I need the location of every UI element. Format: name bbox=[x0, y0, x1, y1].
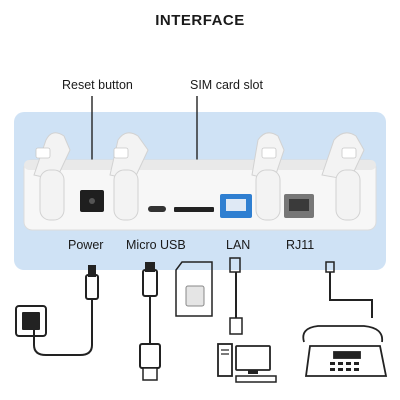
micro-usb-plug bbox=[142, 269, 158, 297]
rj11-cable bbox=[329, 272, 373, 318]
usb-a-plug bbox=[139, 343, 161, 369]
antenna bbox=[33, 132, 71, 221]
reset-button-label: Reset button bbox=[62, 78, 133, 92]
rj11-port-label: RJ11 bbox=[286, 238, 315, 252]
power-port-label: Power bbox=[68, 238, 104, 252]
router-top-edge bbox=[24, 160, 376, 170]
telephone bbox=[302, 325, 388, 377]
power-plug bbox=[85, 274, 99, 300]
computer-monitor bbox=[235, 345, 271, 371]
antenna bbox=[251, 132, 285, 221]
sim-card-slot bbox=[174, 207, 214, 212]
micro-usb-port-label: Micro USB bbox=[126, 238, 186, 252]
page-title: INTERFACE bbox=[155, 12, 245, 29]
power-outlet bbox=[15, 305, 47, 337]
antenna bbox=[109, 132, 149, 221]
sim-slot-label: SIM card slot bbox=[190, 78, 263, 92]
sim-card bbox=[175, 261, 213, 317]
micro-usb-port bbox=[148, 206, 166, 212]
computer-tower bbox=[217, 343, 233, 377]
lan-port-label: LAN bbox=[226, 238, 251, 252]
keyboard bbox=[235, 375, 277, 383]
power-cable bbox=[33, 300, 93, 356]
